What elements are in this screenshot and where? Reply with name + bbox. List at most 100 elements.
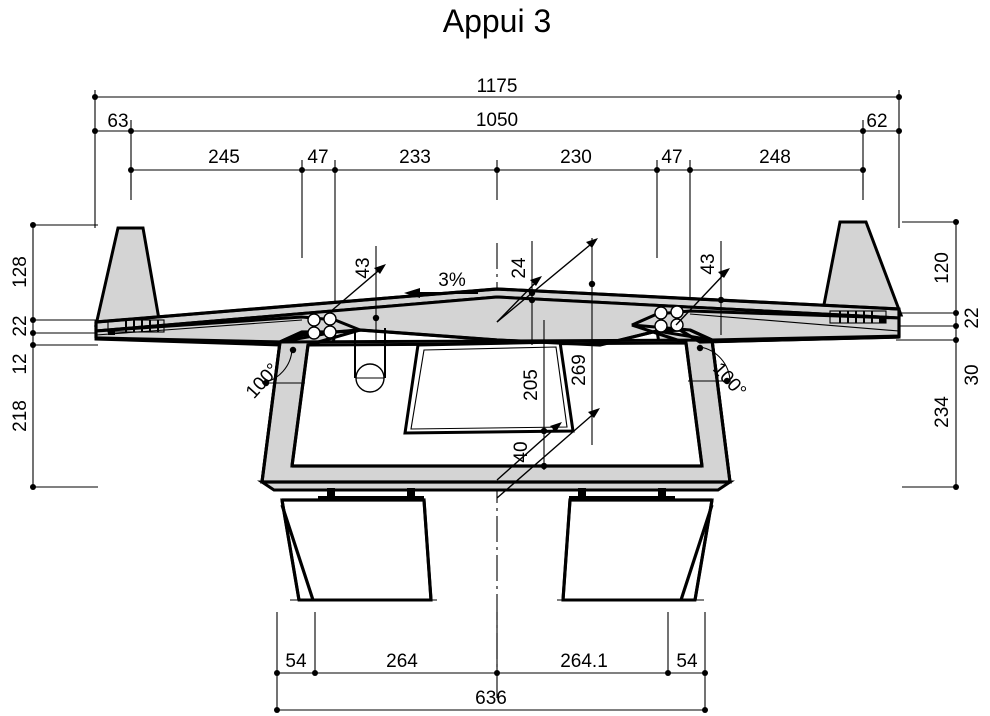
left-web-outer-edge [260, 330, 303, 483]
dim-tick [896, 94, 902, 100]
dim-tick [128, 167, 134, 173]
leader-arrow [550, 422, 562, 432]
dim-right-offset-62: 62 [866, 111, 887, 132]
anchor-plate [108, 330, 115, 335]
dim-tick [494, 167, 500, 173]
left-bearing-stem-b [407, 488, 415, 498]
dim-tick [299, 167, 305, 173]
dim-overall-1175: 1175 [477, 76, 518, 97]
leader-arrow [374, 264, 386, 274]
dim-bottom-overall-636: 636 [475, 688, 507, 709]
dim-tick [654, 167, 660, 173]
page-title: Appui 3 [443, 3, 552, 39]
dim-tick [540, 462, 548, 470]
leader-40b [496, 409, 599, 499]
dim-left-web-43: 43 [353, 257, 374, 278]
slope-label-3pct: 3% [438, 270, 466, 291]
dim-tick [696, 344, 704, 352]
anchor-bolt-circle [307, 326, 321, 340]
leader-arrow [718, 268, 730, 278]
dim-tick [528, 296, 536, 304]
right-bearing-stem-a [578, 488, 586, 498]
deck-top-edge [95, 287, 900, 324]
dim-right-30: 30 [962, 364, 983, 385]
anchor-bolt-circle [654, 306, 668, 320]
dim-bottom-54a: 54 [285, 651, 307, 672]
left-parapet-wall [94, 226, 162, 327]
right-parapet-wall [820, 220, 904, 317]
dim-tick [665, 670, 671, 676]
left-pier-hidden-edge [280, 504, 315, 601]
top-dimension-group: 1175 1050 63 62 245 47 233 230 47 248 [92, 76, 902, 305]
dim-tick [372, 314, 380, 322]
interior-opening-outer [403, 340, 575, 435]
dim-depth-269: 269 [569, 354, 590, 386]
anchor-bolt-circle [323, 325, 337, 339]
right-pier-hidden-edge [679, 504, 714, 601]
drainage-detail [354, 328, 386, 393]
dim-chain-230: 230 [560, 147, 592, 168]
deck-interface-right [496, 296, 900, 319]
dim-left-218: 218 [10, 400, 31, 432]
dim-bottom-264: 264 [386, 651, 418, 672]
dim-tick [717, 296, 725, 304]
leader-269 [496, 239, 597, 323]
dim-bottom-264-1: 264.1 [560, 651, 608, 672]
dim-tick [128, 128, 134, 134]
dim-tick [860, 167, 866, 173]
bridge-superstructure [94, 220, 904, 492]
pier-shafts-group [280, 488, 714, 602]
right-anchor-box [829, 310, 887, 324]
dim-chain-47a: 47 [307, 147, 328, 168]
dim-tick [332, 167, 338, 173]
dim-tick [702, 707, 708, 713]
dim-tick [588, 280, 596, 288]
dim-tick [896, 128, 902, 134]
dim-tick [494, 670, 500, 676]
leader-24 [496, 277, 541, 323]
dim-1050: 1050 [476, 110, 518, 131]
leader-43-left [329, 265, 385, 313]
anchor-bolt-circle [323, 312, 337, 326]
right-web-outer-edge [689, 328, 732, 483]
dim-tick [860, 128, 866, 134]
dim-left-128: 128 [10, 256, 31, 288]
dim-right-22: 22 [962, 307, 983, 328]
dim-inner-205: 205 [521, 369, 542, 401]
dim-left-offset-63: 63 [107, 111, 128, 132]
left-pier-shaft [280, 498, 433, 602]
left-anchorage-detail [107, 319, 165, 335]
dim-tick [312, 670, 318, 676]
angle-arc-right [699, 346, 731, 382]
interior-opening-inner [410, 346, 568, 430]
anchor-bolt-circle [670, 318, 684, 332]
dim-tick [274, 670, 280, 676]
leader-40 [496, 423, 561, 481]
dim-tick [687, 167, 693, 173]
dim-chain-233: 233 [399, 147, 431, 168]
right-bearing-stem-b [658, 488, 666, 498]
dim-right-120: 120 [932, 252, 953, 284]
right-pier-shaft [561, 498, 714, 602]
right-web-inner-edge [631, 323, 704, 467]
dim-left-12: 12 [10, 353, 31, 374]
leader-43-right [675, 269, 729, 326]
dim-left-22: 22 [10, 315, 31, 336]
dim-tick [92, 94, 98, 100]
interior-dimension-group: 43 43 24 269 205 40 [329, 238, 730, 499]
dim-bottom-54b: 54 [676, 651, 698, 672]
right-vertical-dimension-group: 120 22 30 234 [896, 219, 983, 490]
slope-annotation: 3% [404, 270, 478, 298]
dim-tick [262, 379, 270, 387]
left-pier-edge [282, 498, 433, 601]
dim-chain-47b: 47 [661, 147, 682, 168]
anchor-bolt-circle [654, 319, 668, 333]
left-bearing-stem-a [327, 488, 335, 498]
dim-right-234: 234 [932, 396, 953, 428]
leader-arrow [586, 238, 598, 248]
dim-tick [92, 128, 98, 134]
anchor-bolt-circle [670, 305, 684, 319]
dim-tick [702, 670, 708, 676]
